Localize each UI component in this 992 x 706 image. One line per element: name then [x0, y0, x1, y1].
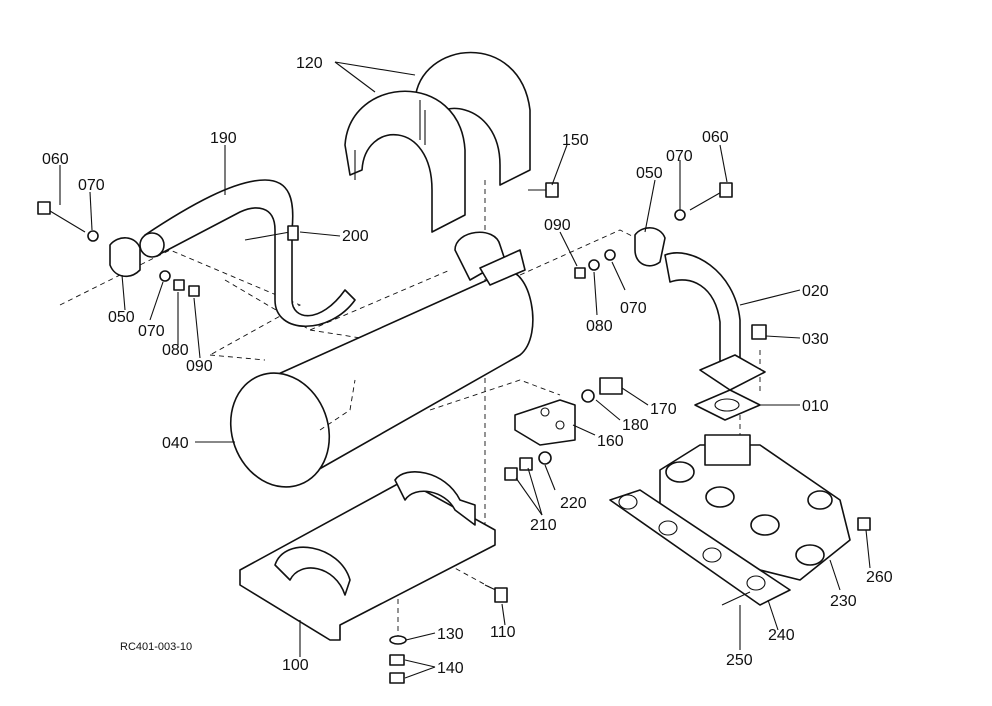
- label-090-left: 090: [186, 358, 213, 375]
- label-040: 040: [162, 435, 189, 452]
- label-240: 240: [768, 627, 795, 644]
- label-200: 200: [342, 228, 369, 245]
- exhaust-manifold: [659, 434, 851, 581]
- label-220: 220: [560, 495, 587, 512]
- label-070-left-top: 070: [78, 177, 105, 194]
- tail-pipe: [139, 179, 356, 328]
- label-130: 130: [437, 626, 464, 643]
- label-120: 120: [296, 55, 323, 72]
- label-070-left-bottom: 070: [138, 323, 165, 340]
- label-150: 150: [562, 132, 589, 149]
- muffler: [229, 231, 534, 488]
- label-260: 260: [866, 569, 893, 586]
- label-080-right: 080: [586, 318, 613, 335]
- left-clamp-hardware: [37, 201, 200, 297]
- label-210: 210: [530, 517, 557, 534]
- label-030: 030: [802, 331, 829, 348]
- bracket-160: [504, 377, 623, 481]
- label-080-left: 080: [162, 342, 189, 359]
- label-010: 010: [802, 398, 829, 415]
- label-190: 190: [210, 130, 237, 147]
- label-060-right: 060: [702, 129, 729, 146]
- label-140: 140: [437, 660, 464, 677]
- label-180: 180: [622, 417, 649, 434]
- stud-and-nut: [721, 517, 871, 606]
- gasket: [694, 389, 761, 421]
- exhaust-elbow: [664, 252, 767, 391]
- label-100: 100: [282, 657, 309, 674]
- label-050-right: 050: [636, 165, 663, 182]
- label-070-right-bottom: 070: [620, 300, 647, 317]
- label-230: 230: [830, 593, 857, 610]
- bolt-110: [484, 584, 508, 603]
- label-060-left: 060: [42, 151, 69, 168]
- label-250: 250: [726, 652, 753, 669]
- label-050-left: 050: [108, 309, 135, 326]
- label-020: 020: [802, 283, 829, 300]
- muffler-bracket: [239, 471, 496, 641]
- right-clamp-hardware: [574, 182, 733, 279]
- bolt-150: [528, 182, 559, 198]
- part-number-labels: 120 150 190 200 060 070 050 070 080 090 …: [42, 55, 893, 677]
- label-110: 110: [490, 624, 516, 641]
- label-090-right: 090: [544, 217, 571, 234]
- leader-lines: [59, 61, 871, 679]
- bolt-200: [244, 225, 299, 241]
- label-170: 170: [650, 401, 677, 418]
- label-070-right-top: 070: [666, 148, 693, 165]
- label-160: 160: [597, 433, 624, 450]
- drawing-code: RC401-003-10: [120, 641, 192, 653]
- manifold-gasket: [609, 489, 791, 606]
- washer-and-nuts: [389, 635, 407, 684]
- clamp-band-pair: [344, 51, 531, 233]
